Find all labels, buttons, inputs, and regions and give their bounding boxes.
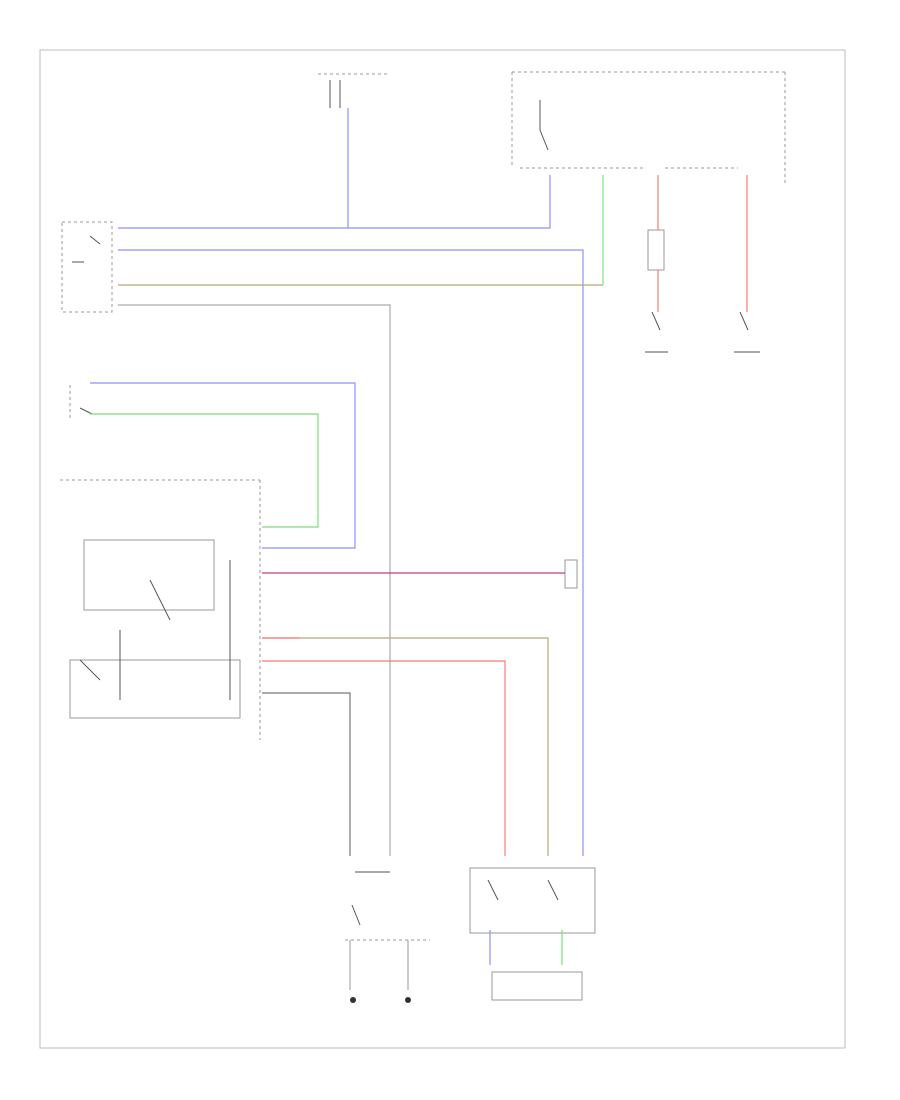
bottom-motors: [350, 971, 583, 1003]
wire-gray-down: [118, 304, 391, 856]
wire-blue-long: [118, 249, 584, 856]
left-junction-block: [61, 221, 113, 313]
wire-dark-gray: [262, 692, 351, 856]
lower-left-actuator: [345, 871, 430, 941]
junction-block-top: [511, 71, 786, 185]
wire-teal-switch: [90, 413, 319, 528]
fuse-block-top: [318, 73, 388, 108]
left-actuator: [564, 559, 578, 589]
diagram-frame: [39, 49, 846, 1049]
driver-switch-upper: [69, 385, 93, 420]
wire-light-blue-switch: [90, 382, 356, 549]
wire-blue-top: [118, 108, 349, 229]
wire-red-tan: [262, 637, 549, 856]
wire-red: [262, 660, 506, 856]
driver-switch-assembly: [60, 479, 261, 740]
wire-harness: [90, 108, 748, 990]
passenger-switch: [469, 867, 596, 934]
wire-blue-top-right: [348, 175, 551, 229]
right-motors: [645, 229, 760, 353]
